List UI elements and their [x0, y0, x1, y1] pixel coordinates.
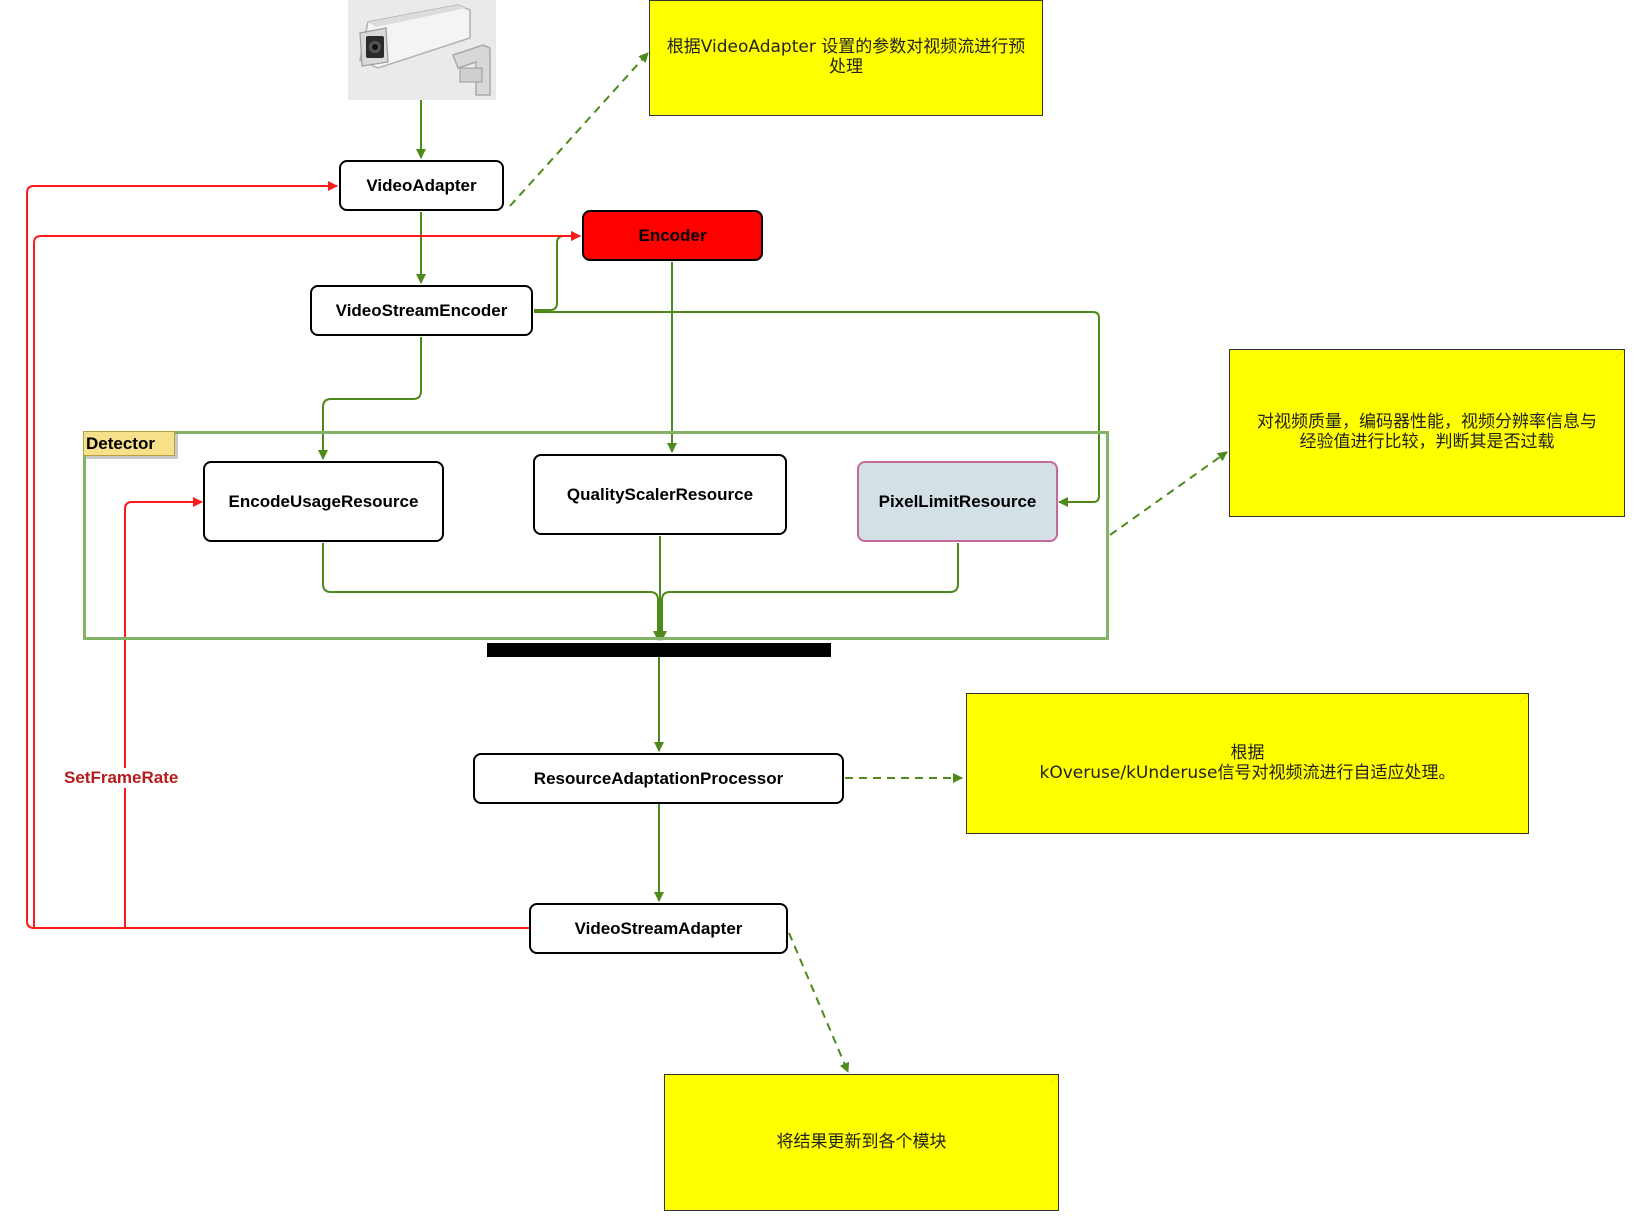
note-update: 将结果更新到各个模块: [664, 1074, 1059, 1211]
edge-videostreamadapter-to-note-update: [788, 932, 850, 1073]
note-compare-text: 对视频质量，编码器性能，视频分辨率信息与 经验值进行比较，判断其是否过载: [1257, 412, 1597, 452]
edge-encodeusage-to-bar: [322, 543, 663, 641]
note-update-text: 将结果更新到各个模块: [776, 1131, 947, 1152]
resource-adaptation-processor-label: ResourceAdaptationProcessor: [533, 768, 784, 788]
encoder-node[interactable]: Encoder: [582, 210, 763, 261]
note-preprocess-text: 根据VideoAdapter 设置的参数对视频流进行预处理: [666, 37, 1026, 77]
edge-pixellimit-to-bar: [657, 543, 959, 641]
edge-videostreamencoder-to-encodeusage: [318, 337, 422, 460]
detector-group: [83, 431, 1109, 640]
set-frame-rate-label: SetFrameRate: [63, 768, 180, 788]
encoder-label: Encoder: [638, 225, 707, 245]
pixel-limit-resource-label: PixelLimitResource: [878, 491, 1037, 511]
edge-detector-to-note-compare: [1109, 451, 1228, 536]
encode-usage-resource-label: EncodeUsageResource: [228, 491, 419, 511]
pixel-limit-resource-node[interactable]: PixelLimitResource: [857, 461, 1058, 542]
edge-videostreamencoder-to-pixellimit: [534, 311, 1100, 507]
video-stream-adapter-label: VideoStreamAdapter: [574, 918, 743, 938]
resource-adaptation-processor-node[interactable]: ResourceAdaptationProcessor: [473, 753, 844, 804]
video-stream-encoder-label: VideoStreamEncoder: [335, 300, 508, 320]
edge-videostreamadapter-to-encodeusage: [123, 497, 203, 929]
encode-usage-resource-node[interactable]: EncodeUsageResource: [203, 461, 444, 542]
edge-videostreamadapter-to-videoadapter: [26, 181, 530, 929]
note-preprocess: 根据VideoAdapter 设置的参数对视频流进行预处理: [649, 0, 1043, 116]
detector-label: Detector: [83, 431, 175, 456]
security-camera-icon: [348, 0, 496, 100]
edge-videostreamencoder-to-encoder: [534, 231, 581, 311]
note-adapt-text: 根据 kOveruse/kUnderuse信号对视频流进行自适应处理。: [1039, 743, 1456, 783]
note-adapt: 根据 kOveruse/kUnderuse信号对视频流进行自适应处理。: [966, 693, 1529, 834]
join-bar: [487, 643, 831, 657]
video-stream-encoder-node[interactable]: VideoStreamEncoder: [310, 285, 533, 336]
video-stream-adapter-node[interactable]: VideoStreamAdapter: [529, 903, 788, 954]
video-adapter-label: VideoAdapter: [366, 175, 477, 195]
note-compare: 对视频质量，编码器性能，视频分辨率信息与 经验值进行比较，判断其是否过载: [1229, 349, 1625, 517]
edge-videoadapter-to-note-preprocess: [509, 52, 649, 207]
quality-scaler-resource-node[interactable]: QualityScalerResource: [533, 454, 787, 535]
video-adapter-node[interactable]: VideoAdapter: [339, 160, 504, 211]
edge-videostreamadapter-to-encoder: [33, 231, 581, 928]
quality-scaler-resource-label: QualityScalerResource: [566, 484, 754, 504]
